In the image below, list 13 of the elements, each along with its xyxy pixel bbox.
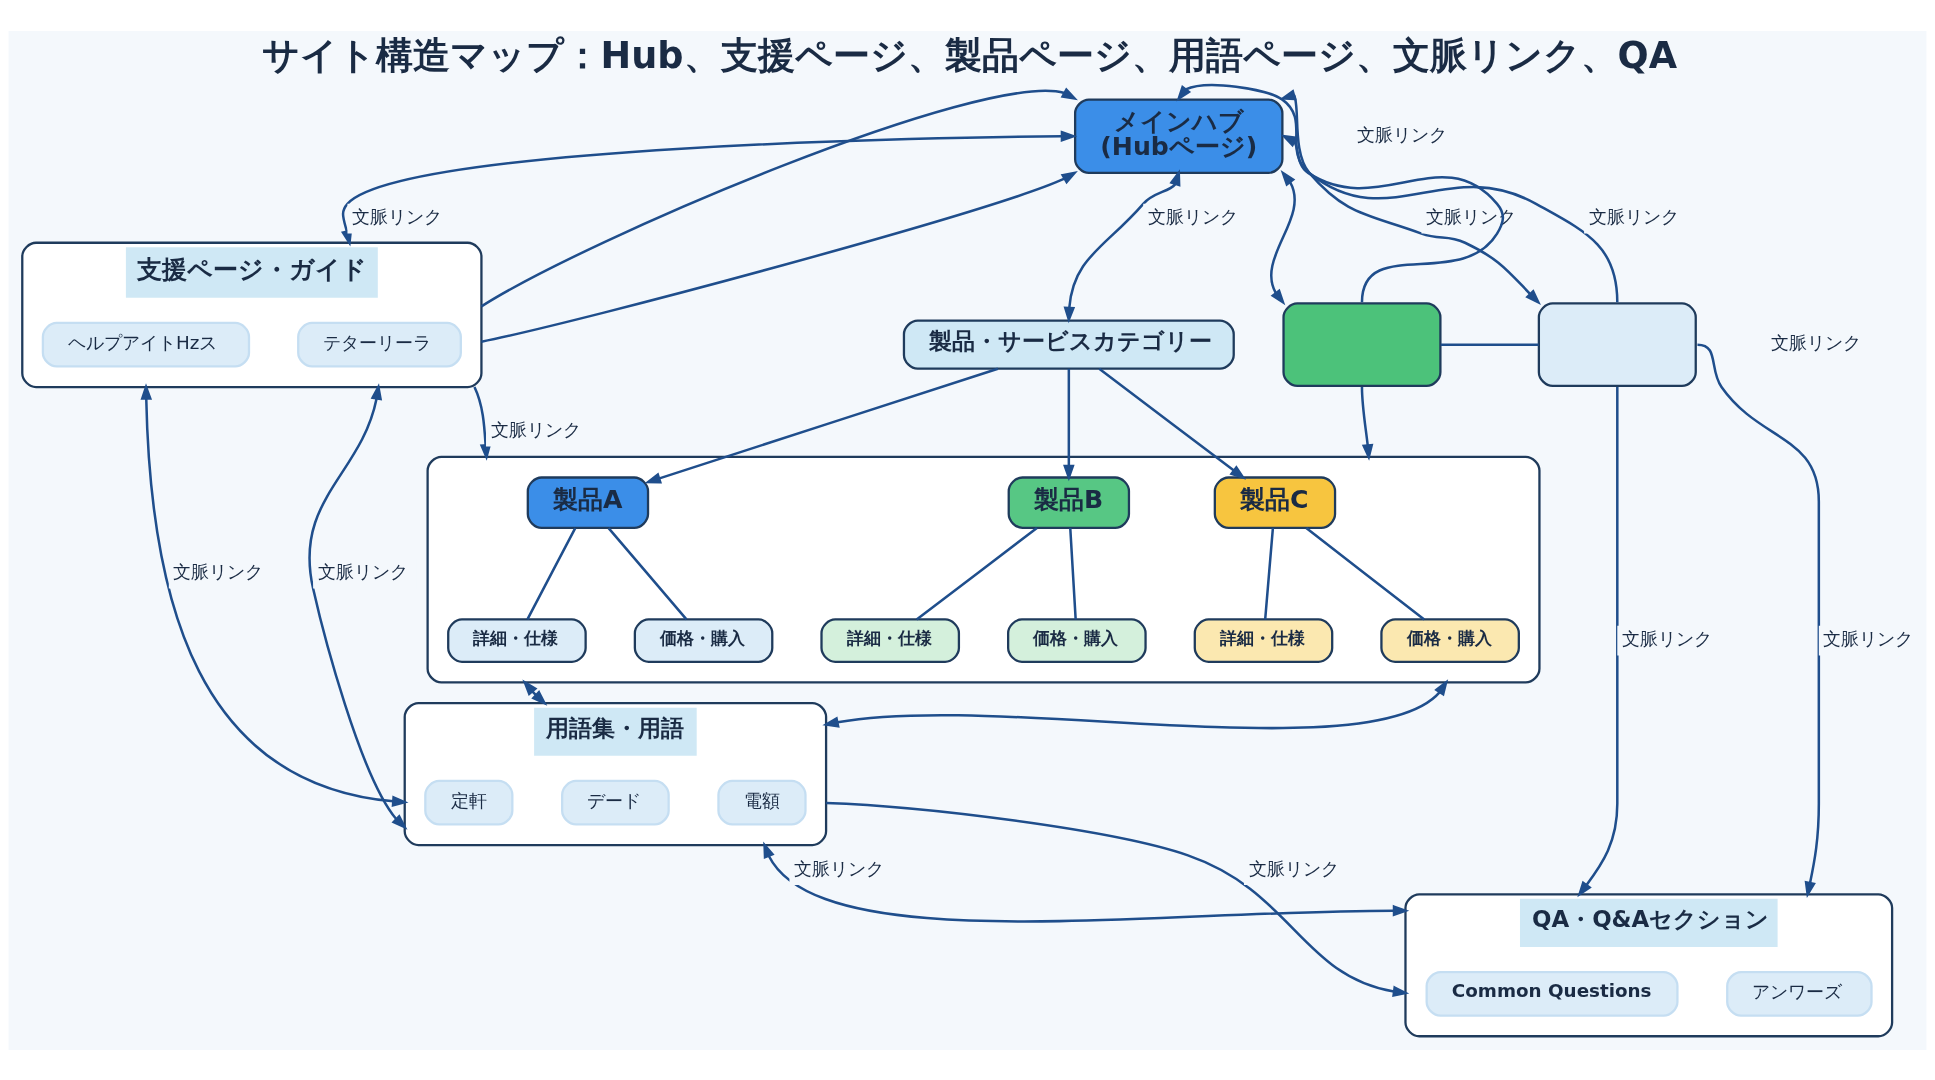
edge-label: 文脈リンク [173, 560, 264, 582]
edge-label: 文脈リンク [794, 857, 885, 879]
label: 文脈リンク [1770, 331, 1861, 353]
edge-label: 文脈リンク [352, 205, 443, 227]
edge-label: 文脈リンク [490, 418, 581, 440]
label: 文脈リンク [1357, 123, 1448, 145]
edge-label: 文脈リンク [1248, 857, 1339, 879]
diagram-title: サイト構造マップ：Hub、支援ページ、製品ページ、用語ページ、文脈リンク、QA [261, 33, 1678, 77]
edge-label: 文脈リンク [1823, 627, 1914, 649]
edge-label: 文脈リンク [317, 560, 408, 582]
edge-label: 文脈リンク [1588, 205, 1679, 227]
edge-label: 文脈リンク [1621, 627, 1712, 649]
edge-label: 文脈リンク [1147, 205, 1238, 227]
